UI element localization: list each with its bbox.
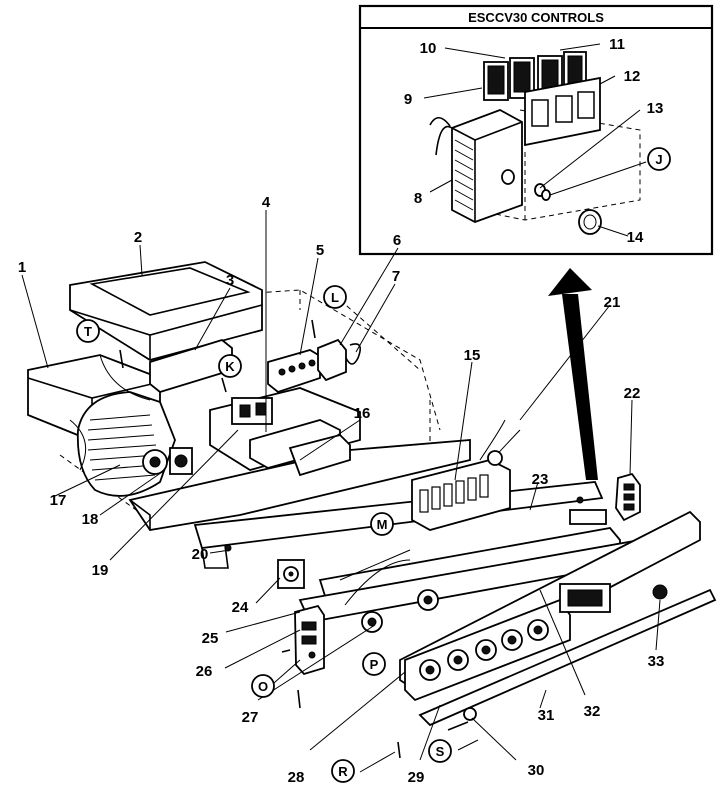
part-label-13: 13: [647, 100, 664, 117]
part-label-26: 26: [196, 663, 213, 680]
knob-panel: [404, 598, 571, 702]
control-panel: [193, 419, 717, 759]
callout-T: T: [84, 324, 92, 339]
callout-J: J: [655, 152, 662, 167]
part-label-4: 4: [262, 194, 271, 211]
switch-block: [411, 419, 521, 531]
part-label-2: 2: [134, 229, 142, 246]
part-label-18: 18: [82, 511, 99, 528]
part-label-31: 31: [538, 707, 555, 724]
part-label-28: 28: [288, 769, 305, 786]
part-label-33: 33: [648, 653, 665, 670]
part-label-1: 1: [18, 259, 26, 276]
part-label-7: 7: [392, 268, 400, 285]
part-label-21: 21: [604, 294, 621, 311]
callout-L: L: [331, 290, 339, 305]
control-knob: [578, 209, 602, 235]
part-label-9: 9: [404, 91, 412, 108]
part-label-16: 16: [354, 405, 371, 422]
callout-R: R: [338, 764, 348, 779]
part-label-5: 5: [316, 242, 324, 259]
part-label-27: 27: [242, 709, 259, 726]
part-label-3: 3: [226, 272, 234, 289]
inset-title: ESCCV30 CONTROLS: [468, 10, 604, 25]
part-label-17: 17: [50, 492, 67, 509]
part-label-10: 10: [420, 40, 437, 57]
part-label-32: 32: [584, 703, 601, 720]
part-label-25: 25: [202, 630, 219, 647]
part-label-8: 8: [414, 190, 422, 207]
terminal-block: [267, 349, 321, 394]
callout-M: M: [377, 517, 388, 532]
callout-K: K: [225, 359, 235, 374]
switch-bezel: [524, 76, 601, 147]
part-label-22: 22: [624, 385, 641, 402]
part-label-14: 14: [627, 229, 644, 246]
end-cap: [615, 472, 641, 522]
part-label-24: 24: [232, 599, 249, 616]
main-assembly: [27, 261, 471, 531]
part-label-15: 15: [464, 347, 481, 364]
callout-P: P: [370, 657, 379, 672]
callout-O: O: [258, 679, 268, 694]
outlet: [277, 559, 305, 589]
blower-motor: [76, 391, 193, 497]
part-labels: 1 2 3 4 5 6 7 8 9 10 11 12 13 14 15 16 1…: [18, 36, 665, 786]
part-label-19: 19: [92, 562, 109, 579]
part-label-12: 12: [624, 68, 641, 85]
part-label-6: 6: [393, 232, 401, 249]
inset-box: ESCCV30 CONTROLS: [358, 4, 714, 256]
direction-arrow: [548, 268, 598, 480]
part-label-30: 30: [528, 762, 545, 779]
callout-circles: [76, 147, 671, 783]
part-label-11: 11: [609, 36, 625, 53]
part-label-23: 23: [532, 471, 549, 488]
callout-labels: T K L J M O P R S: [84, 152, 663, 779]
callout-S: S: [436, 744, 445, 759]
part-label-20: 20: [192, 546, 209, 563]
thermostat-control: [429, 109, 523, 223]
part-label-29: 29: [408, 769, 425, 786]
